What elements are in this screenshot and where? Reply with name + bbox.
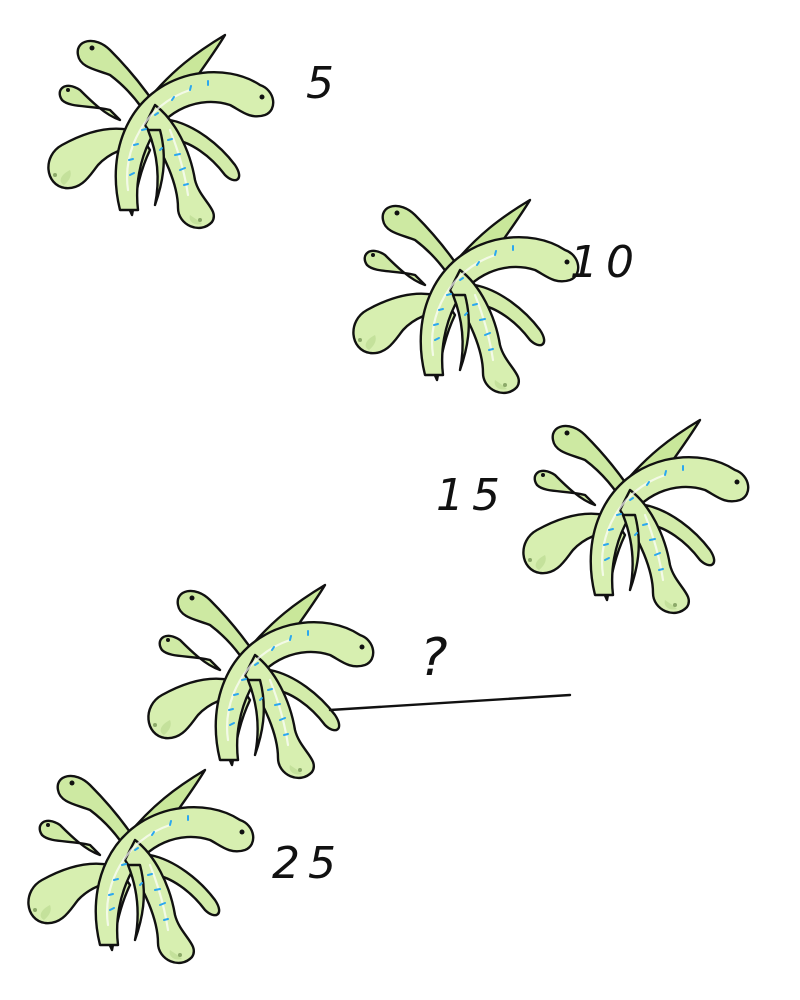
creature-4 bbox=[147, 583, 375, 780]
creature-1-label: 5 bbox=[306, 58, 342, 109]
creature-2 bbox=[352, 198, 580, 395]
creature-3-label: 15 bbox=[436, 470, 508, 521]
creature-1 bbox=[47, 33, 275, 230]
creature-5-label: 25 bbox=[272, 838, 344, 889]
creature-3 bbox=[522, 418, 750, 615]
creature-2-label: 10 bbox=[570, 237, 642, 288]
answer-line bbox=[328, 693, 572, 712]
creature-5 bbox=[27, 768, 255, 965]
unknown-question-mark: ? bbox=[420, 628, 448, 688]
